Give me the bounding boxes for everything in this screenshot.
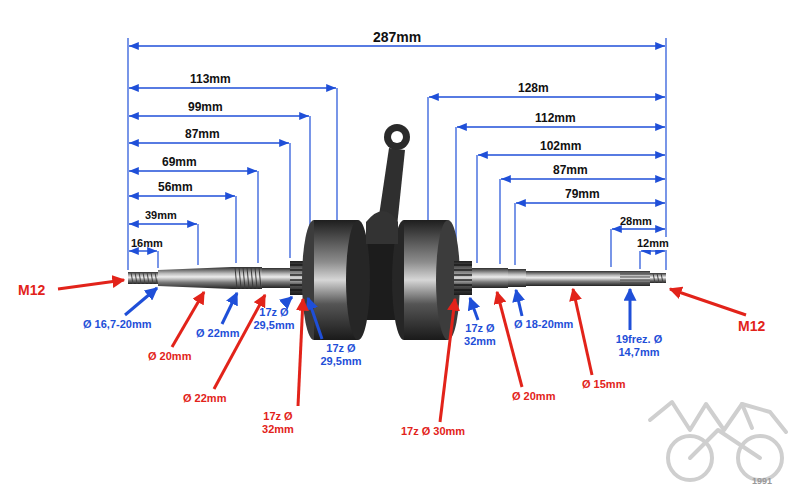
dimension-label: 87mm — [185, 128, 220, 142]
dimension-label: 79mm — [565, 188, 600, 202]
callout-label: Ø 18-20mm — [514, 318, 573, 331]
callout-label: M12 — [738, 318, 765, 334]
dimension-label: 287mm — [373, 29, 421, 45]
dimension-label: 87mm — [553, 164, 588, 178]
callout-label: 19frez. Ø 14,7mm — [596, 333, 682, 358]
callout-label: 17z Ø 32mm — [450, 322, 510, 347]
dimension-label: 128m — [518, 82, 549, 96]
callout-label: Ø 22mm — [196, 327, 239, 340]
dimension-label: 99mm — [188, 101, 223, 115]
dimension-label: 112mm — [535, 112, 576, 126]
dimension-label: 102mm — [540, 140, 581, 154]
dimension-label: 16mm — [131, 237, 163, 250]
dimension-label: 113mm — [190, 73, 231, 87]
dimension-label: 12mm — [636, 237, 670, 250]
callout-label: Ø 20mm — [148, 350, 191, 363]
callout-label: Ø 16,7-20mm — [83, 318, 151, 331]
callout-label: 17z Ø 30mm — [398, 425, 468, 438]
dimension-label: 56mm — [158, 181, 193, 195]
callout-label: 17z Ø 32mm — [248, 410, 308, 435]
watermark-text: 1991 — [752, 476, 772, 486]
callout-label: 17z Ø 29,5mm — [308, 342, 374, 367]
callout-label: Ø 15mm — [582, 378, 625, 391]
dimension-label: 28mm — [620, 215, 652, 228]
callout-label: Ø 22mm — [183, 392, 226, 405]
callout-label: M12 — [18, 282, 45, 298]
callout-label: Ø 20mm — [512, 390, 555, 403]
dimension-label: 39mm — [145, 209, 177, 222]
callout-label: 17z Ø 29,5mm — [244, 306, 304, 331]
dimension-label: 69mm — [162, 156, 197, 170]
